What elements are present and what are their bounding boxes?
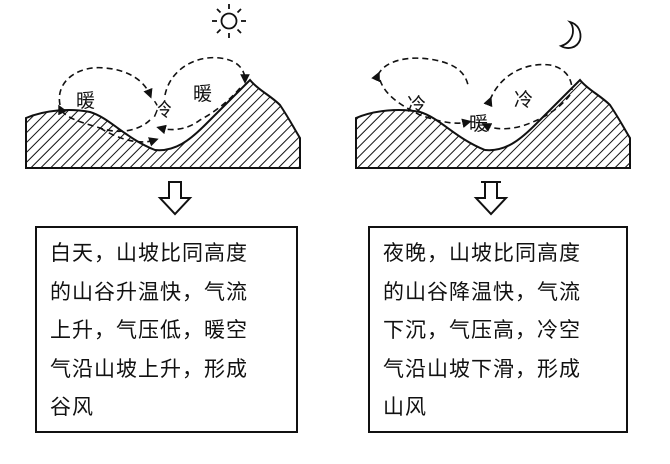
night-text-line: 夜晚，山坡比同高度 — [383, 241, 581, 265]
night-text-line: 山风 — [383, 395, 427, 419]
night-description-box: 夜晚，山坡比同高度 的山谷降温快，气流 下沉，气压高，冷空 气沿山坡下滑，形成 … — [368, 226, 628, 433]
sun-icon — [212, 4, 246, 38]
night-airflow — [371, 57, 573, 132]
night-label-cold-right: 冷 — [514, 89, 534, 111]
day-description-box: 白天，山坡比同高度 的山谷升温快，气流 上升，气压低，暖空 气沿山坡上升，形成 … — [35, 226, 298, 433]
day-text-line: 上升，气压低，暖空 — [50, 318, 248, 342]
day-label-warm-right: 暖 — [193, 83, 213, 105]
day-terrain — [25, 78, 301, 169]
day-down-arrow — [157, 181, 193, 216]
night-label-cold-left: 冷 — [407, 94, 427, 116]
night-text-line: 下沉，气压高，冷空 — [383, 318, 581, 342]
day-text-line: 白天，山坡比同高度 — [50, 241, 248, 265]
day-airflow — [58, 56, 250, 147]
day-text-line: 谷风 — [50, 395, 94, 419]
night-label-warm: 暖 — [469, 113, 489, 135]
day-text-line: 气沿山坡上升，形成 — [50, 356, 248, 381]
moon-icon — [558, 20, 582, 49]
night-text-line: 的山谷降温快，气流 — [383, 279, 581, 304]
night-terrain — [355, 78, 631, 169]
night-down-arrow — [473, 181, 509, 216]
day-label-warm-left: 暖 — [76, 90, 96, 112]
night-text-line: 气沿山坡下滑，形成 — [383, 356, 581, 381]
day-label-cold: 冷 — [153, 99, 173, 121]
day-text-line: 的山谷升温快，气流 — [50, 279, 248, 304]
